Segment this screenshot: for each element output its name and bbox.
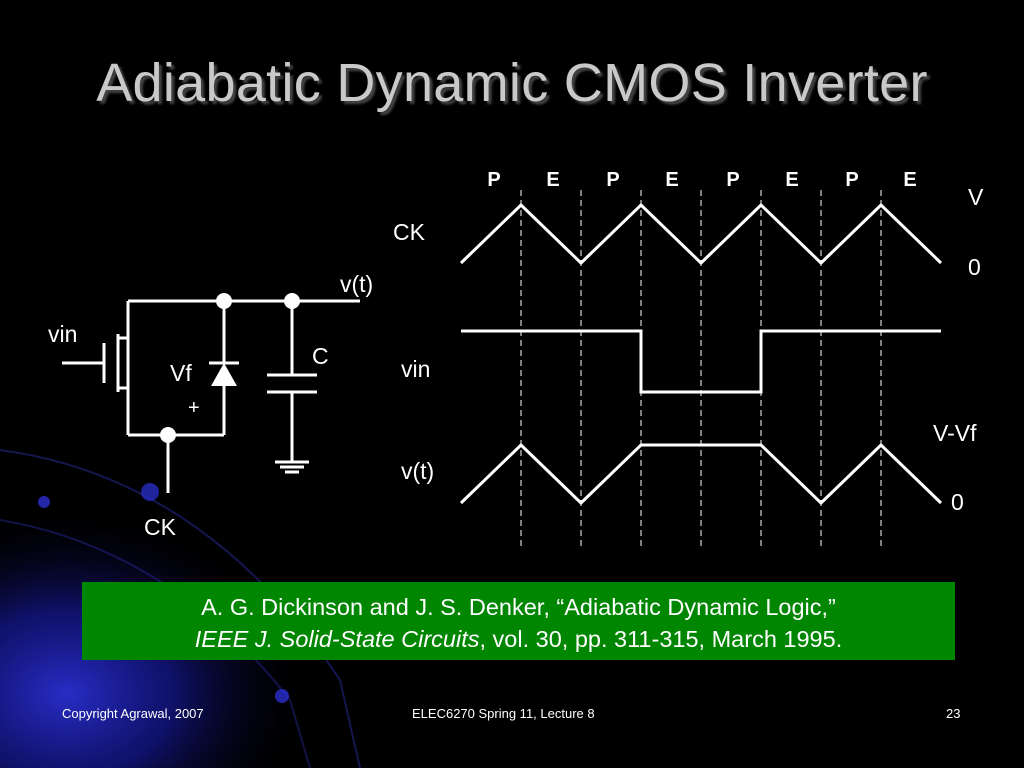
ck-high-level-label: V [968, 184, 984, 210]
vin-waveform [461, 329, 941, 394]
diode-voltage-label: Vf [170, 360, 192, 386]
capacitor-label: C [312, 343, 329, 369]
phase-label: E [546, 169, 559, 191]
phase-label: P [845, 169, 858, 191]
diode-triangle [211, 363, 237, 386]
ck-signal-label: CK [393, 219, 426, 245]
junction-dot [216, 293, 232, 309]
junction-dot [284, 293, 300, 309]
phase-label: P [487, 169, 500, 191]
vin-signal-label: vin [401, 356, 430, 382]
circuit-clock-label: CK [144, 514, 177, 540]
circuit-output-label: v(t) [340, 271, 373, 297]
citation-line-1: A. G. Dickinson and J. S. Denker, “Adiab… [201, 594, 836, 620]
footer-copyright: Copyright Agrawal, 2007 [62, 706, 204, 721]
phase-label: P [606, 169, 619, 191]
phase-label: E [665, 169, 678, 191]
citation-details: , vol. 30, pp. 311-315, March 1995. [479, 626, 843, 652]
diode-plus-label: + [188, 397, 200, 419]
ck-waveform [459, 202, 943, 266]
background-dot [275, 689, 289, 703]
citation-journal: IEEE J. Solid-State Circuits [194, 626, 480, 652]
circuit-input-label: vin [48, 321, 77, 347]
footer-course: ELEC6270 Spring 11, Lecture 8 [412, 706, 595, 721]
phase-label: P [726, 169, 739, 191]
ck-low-level-label: 0 [968, 254, 981, 280]
citation-line-2: IEEE J. Solid-State Circuits, vol. 30, p… [82, 623, 955, 655]
vt-waveform [459, 442, 943, 506]
vt-signal-label: v(t) [401, 458, 434, 484]
background-dot [38, 496, 50, 508]
background-dot [141, 483, 159, 501]
citation-box: A. G. Dickinson and J. S. Denker, “Adiab… [82, 582, 955, 660]
junction-dot [160, 427, 176, 443]
vt-high-level-label: V-Vf [933, 420, 977, 446]
vt-low-level-label: 0 [951, 489, 964, 515]
slide-title: Adiabatic Dynamic CMOS Inverter [96, 53, 928, 113]
phase-labels: P E P E P E P E [487, 169, 916, 191]
phase-label: E [785, 169, 798, 191]
footer-page-number: 23 [946, 706, 961, 721]
phase-label: E [903, 169, 916, 191]
phase-dividers [520, 190, 882, 548]
